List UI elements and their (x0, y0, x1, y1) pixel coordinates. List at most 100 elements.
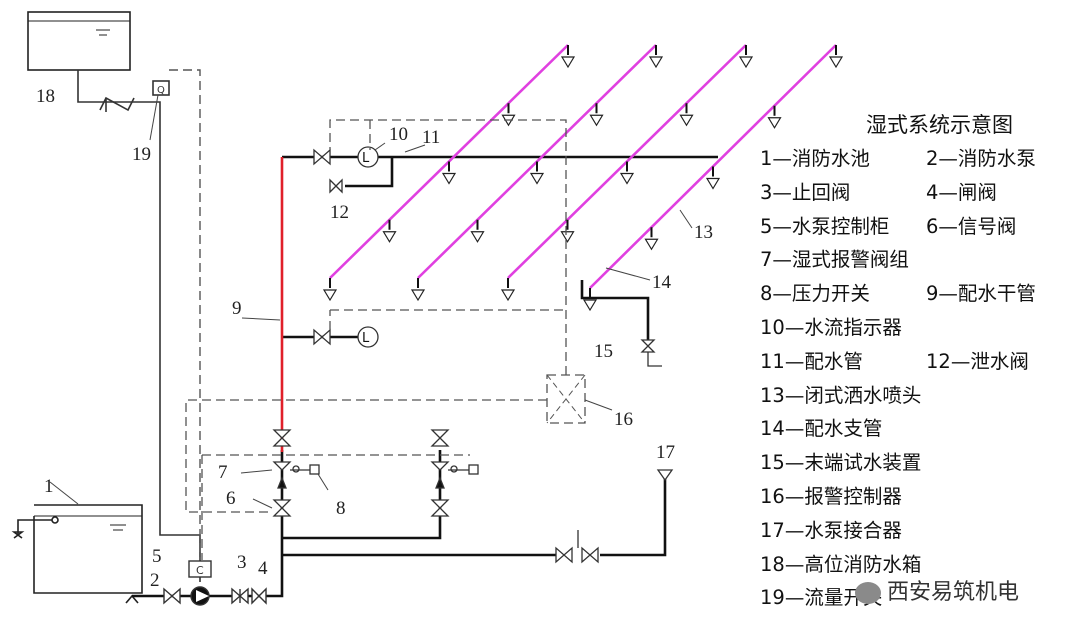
sprinkler-head-icon (738, 45, 754, 69)
sprinkler-head-icon (470, 219, 485, 243)
label-14: 14 (652, 272, 672, 293)
drain-valve (329, 178, 343, 194)
label-13: 13 (694, 222, 713, 243)
sprinkler-heads (322, 45, 844, 312)
legend-item: 17—水泵接合器 (760, 518, 902, 542)
pump-line (132, 538, 284, 598)
legend-item: 12—泄水阀 (926, 349, 1029, 373)
legend-item: 14—配水支管 (760, 417, 883, 441)
legend-row: 7—湿式报警阀组 (760, 243, 1072, 277)
legend-item: 2—消防水泵 (926, 147, 1036, 170)
gate-valve (251, 587, 267, 605)
label-4: 4 (258, 558, 268, 579)
svg-text:Q: Q (157, 85, 165, 96)
legend-row: 15—末端试水装置 (760, 446, 1072, 480)
pressure-switch (309, 464, 320, 475)
sprinkler-head-icon (529, 161, 545, 185)
label-5: 5 (152, 546, 162, 567)
label-3: 3 (237, 552, 247, 573)
sprinkler-head-icon (828, 45, 844, 69)
legend-item: 13—闭式洒水喷头 (760, 383, 922, 407)
label-11: 11 (422, 127, 440, 148)
sprinkler-head-icon (589, 103, 604, 127)
label-18: 18 (36, 86, 55, 107)
legend-item: 7—湿式报警阀组 (760, 248, 909, 272)
label-9: 9 (232, 298, 242, 319)
legend-row: 14—配水支管 (760, 412, 1072, 446)
wechat-icon (855, 582, 881, 604)
legend-item: 19—流量开关 (760, 586, 883, 610)
label-15: 15 (594, 341, 613, 362)
signal-valve (272, 429, 292, 447)
legend-item: 1—消防水池 (760, 147, 870, 170)
label-16: 16 (614, 409, 633, 430)
watermark: 西安易筑机电 (855, 574, 1019, 606)
fire-water-pool (11, 504, 143, 604)
label-12: 12 (330, 202, 349, 223)
pump-adapter (656, 469, 674, 482)
water-flow-indicator (357, 146, 379, 168)
watermark-text: 西安易筑机电 (887, 580, 1020, 605)
legend-item: 16—报警控制器 (760, 484, 902, 508)
legend-row: 11—配水管 12—泄水阀 (760, 345, 1072, 379)
legend-item: 8—压力开关 (760, 282, 870, 306)
legend-row: 10—水流指示器 (760, 311, 1072, 345)
legend-item: 15—末端试水装置 (760, 451, 922, 475)
legend-item: 18—高位消防水箱 (760, 552, 922, 576)
label-1: 1 (44, 476, 54, 497)
legend-row: 3—止回阀 4—闸阀 (760, 176, 1072, 210)
sprinkler-head-icon (500, 278, 516, 302)
svg-text:C: C (196, 564, 204, 577)
legend-item: 9—配水干管 (926, 282, 1036, 306)
suction-valve (163, 587, 181, 605)
test-valve (640, 339, 656, 353)
legend-row: 8—压力开关 9—配水干管 (760, 277, 1072, 311)
sprinkler-head-icon (582, 288, 598, 312)
svg-text:L: L (362, 331, 370, 346)
label-10: 10 (389, 124, 408, 145)
adapter-valve (555, 546, 573, 564)
signal-valve-lower (272, 499, 292, 517)
sprinkler-head-icon (382, 219, 397, 243)
label-2: 2 (150, 570, 160, 591)
svg-text:L: L (362, 151, 370, 166)
legend-row: 1—消防水池 2—消防水泵 (760, 142, 1072, 176)
signal-lines (185, 119, 586, 560)
legend-row: 19—流量开关 (760, 581, 1072, 615)
legend-row: 13—闭式洒水喷头 (760, 379, 1072, 413)
legend-item: 3—止回阀 (760, 180, 851, 204)
label-8: 8 (336, 498, 346, 519)
legend-item: 10—水流指示器 (760, 315, 902, 339)
tank-outlet-pipe: Q (77, 70, 201, 582)
sprinkler-head-icon (619, 161, 635, 185)
legend-item: 11—配水管 (760, 349, 863, 373)
sprinkler-head-icon (705, 166, 721, 190)
sprinkler-head-icon (441, 161, 457, 185)
signal-line-flow-switch (169, 69, 201, 560)
sprinkler-head-icon (644, 227, 659, 251)
label-17: 17 (656, 442, 675, 463)
high-level-tank (27, 11, 131, 71)
legend-item: 4—闸阀 (926, 180, 997, 204)
component-numbers: 18 19 1 2 3 4 5 6 7 8 9 10 11 12 13 14 1… (36, 86, 713, 591)
sprinkler-head-icon (322, 278, 338, 302)
label-6: 6 (226, 488, 236, 509)
sprinkler-head-icon (560, 45, 576, 69)
diagram-title: 湿式系统示意图 (866, 113, 1013, 137)
sprinkler-head-icon (648, 45, 664, 69)
label-7: 7 (218, 462, 228, 483)
sprinkler-head-icon (410, 278, 426, 302)
sprinkler-head-icon (767, 105, 782, 129)
legend-item: 6—信号阀 (926, 214, 1017, 238)
label-19: 19 (132, 144, 151, 165)
legend-row: 16—报警控制器 (760, 480, 1072, 514)
sprinkler-head-icon (679, 103, 694, 127)
legend-row: 18—高位消防水箱 (760, 548, 1072, 582)
alarm-valve (272, 461, 292, 471)
legend-row: 17—水泵接合器 (760, 514, 1072, 548)
sprinkler-head-icon (560, 219, 575, 243)
